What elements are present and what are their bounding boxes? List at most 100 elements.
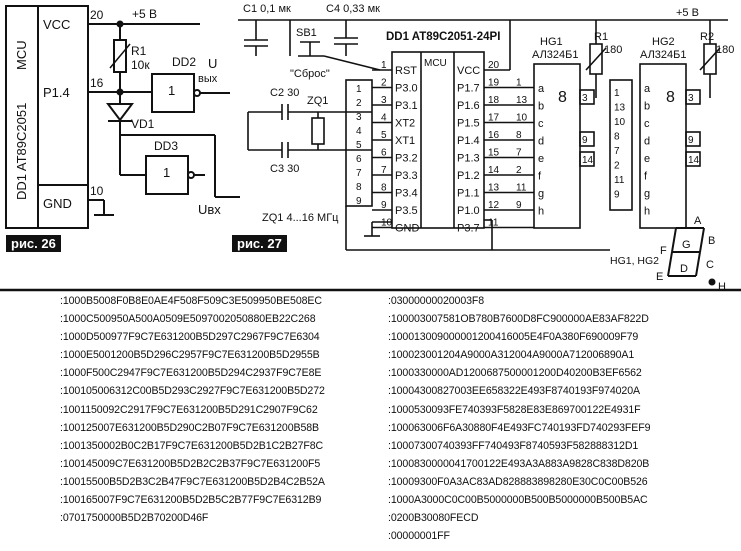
mcu-mid-num: 2 [516, 165, 522, 176]
fig26-dd2-symbol: 1 [168, 83, 175, 98]
mcu-right-pin: P1.0 [457, 205, 480, 217]
hg-right-pin: 3 [582, 93, 588, 104]
hex-right-line: :0200B30080FECD [388, 512, 479, 525]
fig27-r1-name: R1 [594, 31, 608, 43]
seg-legend-label: HG1, HG2 [610, 255, 659, 267]
hex-right-line: :100013009000001200416005E4F0A380F690009… [388, 331, 639, 344]
fig27-supply: +5 В [676, 7, 699, 19]
mcu-left-pin: P3.1 [395, 100, 418, 112]
hex-left-line: :10015500B5D2B3C2B47F9C7E631200B5D2B4C2B… [60, 475, 325, 488]
seg-D: D [680, 263, 688, 275]
fig26-dd3-name: DD3 [154, 139, 178, 153]
mcu-right-pin: P1.6 [457, 100, 480, 112]
mcu-mid-num: 9 [516, 200, 522, 211]
hex-listing-left: :1000B5008F0B8E0AE4F508F509C3E509950BE50… [60, 292, 325, 527]
ext-block-num: 2 [356, 98, 362, 109]
fig26-pin-gnd: GND [43, 196, 72, 211]
hg2-left-pin: 7 [614, 146, 620, 157]
hex-left-line: :0701750000B5D2B70200D46F [60, 512, 209, 525]
hg-seg-label: b [644, 101, 650, 113]
fig27-reset: "Сброс" [290, 68, 330, 80]
hg-right-pin: 9 [582, 135, 588, 146]
ext-block-num: 9 [356, 196, 362, 207]
fig26-caption: рис. 26 [6, 235, 61, 252]
hex-right-line: :10007300740393FF740493F8740593F58288831… [388, 439, 639, 452]
fig26-pin-p14: P1.4 [43, 85, 70, 100]
mcu-left-num: 8 [381, 183, 387, 194]
mcu-left-num: 1 [381, 60, 387, 71]
fig27-c3: C3 30 [270, 163, 299, 175]
fig26-chip-side: MCU [14, 40, 29, 70]
mcu-right-pin: VCC [457, 65, 480, 77]
mcu-right-num: 17 [488, 113, 500, 124]
fig27-r1-value: 180 [604, 44, 622, 56]
fig26-r1-value: 10к [131, 58, 150, 72]
fig27-c2: C2 30 [270, 87, 299, 99]
fig26-num-p14: 16 [90, 76, 104, 90]
hex-left-line: :100105006312C00B5D293C2927F9C7E631200B5… [60, 385, 325, 398]
seg-B: B [708, 235, 715, 247]
svg-text:8: 8 [558, 89, 567, 106]
mcu-mid-num: 1 [516, 78, 522, 89]
hex-left-line: :1000E5001200B5D296C2957F9C7E631200B5D29… [60, 349, 320, 362]
hg2-left-pin: 1 [614, 88, 620, 99]
mcu-left-pin: P3.2 [395, 153, 418, 165]
hg2-left-pin: 8 [614, 132, 620, 143]
fig26-num-gnd: 10 [90, 184, 104, 198]
hg-seg-label: d [644, 136, 650, 148]
hex-right-line: :100023001204A9000A312004A9000A712006890… [388, 349, 635, 362]
hex-left-line: :1000C500950A500A0509E5097002050880EB22C… [60, 313, 316, 326]
hex-left-line: :1001150092C2917F9C7E631200B5D291C2907F9… [60, 403, 318, 416]
fig26-dd2-out-sub: вых [198, 73, 218, 85]
mcu-right-pin: P1.7 [457, 83, 480, 95]
hg-right-pin: 14 [582, 155, 594, 166]
fig27-mcu-label: MCU [424, 58, 447, 69]
fig27-hg1-type: АЛ324Б1 [532, 49, 579, 61]
mcu-right-pin: P1.2 [457, 170, 480, 182]
hex-left-line: :100125007E631200B5D290C2B07F9C7E631200B… [60, 421, 319, 434]
mcu-left-pin: P3.5 [395, 205, 418, 217]
mcu-left-num: 4 [381, 113, 387, 124]
fig27-sb1: SB1 [296, 27, 317, 39]
mcu-left-pin: P3.0 [395, 83, 418, 95]
fig27-r2-value: 180 [716, 44, 734, 56]
hex-left-line: :100165007F9C7E631200B5D2B5C2B77F9C7E631… [60, 494, 322, 507]
fig27-zq1-range: ZQ1 4...16 МГц [262, 212, 339, 224]
mcu-left-num: 3 [381, 95, 387, 106]
fig27-diagram: C1 0,1 мк C4 0,33 мк +5 В SB1 "Сброс" DD… [238, 3, 734, 293]
mcu-right-pin: P3.7 [457, 223, 480, 235]
fig27-hg2-name: HG2 [652, 36, 675, 48]
hex-right-line: :1000530093FE740393F5828E83E869700122E49… [388, 403, 641, 416]
hex-right-line: :1000830000041700122E493A3A883A9828C838D… [388, 457, 650, 470]
mcu-mid-num: 13 [516, 95, 528, 106]
fig26-vd1 [106, 103, 134, 122]
seg-E: E [656, 271, 663, 283]
hg-seg-label: b [538, 101, 544, 113]
hg-right-pin: 14 [688, 155, 700, 166]
seg-A: A [694, 215, 702, 227]
mcu-left-pin: P3.3 [395, 170, 418, 182]
mcu-mid-num: 8 [516, 130, 522, 141]
fig26-chip-body [5, 5, 89, 229]
mcu-right-num: 13 [488, 183, 500, 194]
seg-H: H [718, 281, 726, 293]
mcu-right-num: 20 [488, 60, 500, 71]
hg-seg-label: c [538, 118, 544, 130]
fig27-hg1-name: HG1 [540, 36, 563, 48]
ext-block-num: 8 [356, 182, 362, 193]
fig26-dd2-out: U [208, 56, 217, 71]
mcu-left-pin: GND [395, 223, 420, 235]
hg-seg-label: g [538, 188, 544, 200]
mcu-left-pin: RST [395, 65, 417, 77]
mcu-right-num: 12 [488, 200, 500, 211]
fig26-diagram: DD1 AT89C2051 MCU VCC P1.4 GND 20 +5 В R… [5, 5, 240, 229]
mcu-left-pin: P3.4 [395, 188, 418, 200]
svg-text:8: 8 [666, 89, 675, 106]
ext-block-num: 6 [356, 154, 362, 165]
segment-legend: A B C D E F G H HG1, HG2 [610, 215, 726, 293]
hg-seg-label: h [644, 206, 650, 218]
ext-block-num: 5 [356, 140, 362, 151]
hex-listing-right: :03000000020003F8:100003007581OB780B7600… [388, 292, 651, 545]
hg2-left-pin: 10 [614, 117, 626, 128]
fig26-dd3-symbol: 1 [163, 165, 170, 180]
